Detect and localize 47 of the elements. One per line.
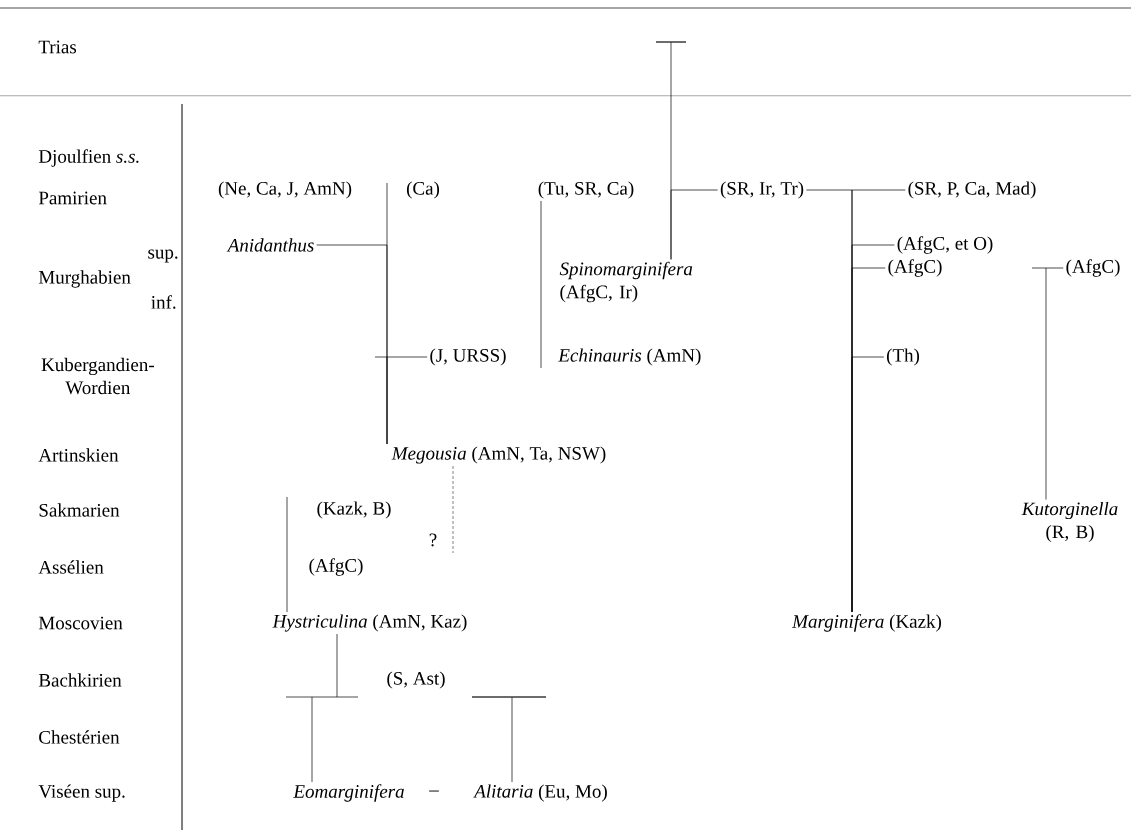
range-line xyxy=(670,189,718,260)
stage-label: Chestérien xyxy=(39,730,120,744)
taxon-label: Echinauris (AmN) xyxy=(558,348,701,366)
stage-label: Djoulfien s.s. xyxy=(38,149,139,167)
dash-symbol: – xyxy=(429,790,439,792)
locality-label: (Ca) xyxy=(406,181,440,199)
locality-label: (SR, P, Ca, Mad) xyxy=(908,181,1036,199)
taxon-label: Eomarginifera xyxy=(293,784,404,802)
period-label: Trias xyxy=(38,40,77,54)
range-line xyxy=(540,200,542,369)
substage-label: inf. xyxy=(151,295,176,309)
taxon-label: Kutorginella (R, B) xyxy=(1021,501,1118,543)
locality-label: (S, Ast) xyxy=(387,671,445,689)
stage-label: Pamirien xyxy=(38,191,107,205)
locality-label: (AfgC, et O) xyxy=(897,236,993,254)
stage-label: Assélien xyxy=(38,560,104,574)
stage-label: Bachkirien xyxy=(38,673,122,687)
taxon-label: Hystriculina (AmN, Kaz) xyxy=(272,614,467,632)
locality-label: (Tu, SR, Ca) xyxy=(538,181,634,199)
stage-label: Kubergandien- Wordien xyxy=(41,357,154,395)
question-mark: ? xyxy=(429,533,437,547)
range-line xyxy=(1031,267,1064,500)
locality-label: (AfgC) xyxy=(1066,259,1120,277)
range-line xyxy=(286,496,288,613)
locality-label: (Ne, Ca, J, AmN) xyxy=(218,181,352,199)
taxon-label: Alitaria (Eu, Mo) xyxy=(473,784,607,802)
taxon-label: Marginifera (Kazk) xyxy=(791,614,941,632)
stage-label: Moscovien xyxy=(38,616,123,630)
range-line xyxy=(285,633,359,783)
range-line xyxy=(386,182,388,445)
locality-label: (Kazk, B) xyxy=(317,501,391,519)
locality-label: (SR, Ir, Tr) xyxy=(720,181,804,199)
locality-label: (J, URSS) xyxy=(430,348,506,366)
substage-label: sup. xyxy=(148,249,178,263)
taxon-label: Megousia (AmN, Ta, NSW) xyxy=(391,446,606,464)
taxon-label: Anidanthus xyxy=(226,238,314,252)
stage-label: Sakmarien xyxy=(39,503,120,517)
stage-label: Murghabien xyxy=(38,270,131,288)
range-line xyxy=(511,697,513,783)
range-line xyxy=(851,356,885,613)
taxon-label: Spinomarginifera (AfgC, Ir) xyxy=(559,261,693,303)
stage-label: Artinskien xyxy=(38,448,119,462)
stage-label: Viséen sup. xyxy=(38,784,125,802)
locality-label: (AfgC) xyxy=(888,259,942,277)
range-line xyxy=(452,465,454,554)
locality-label: (Th) xyxy=(886,348,920,366)
locality-label: (AfgC) xyxy=(309,558,363,576)
